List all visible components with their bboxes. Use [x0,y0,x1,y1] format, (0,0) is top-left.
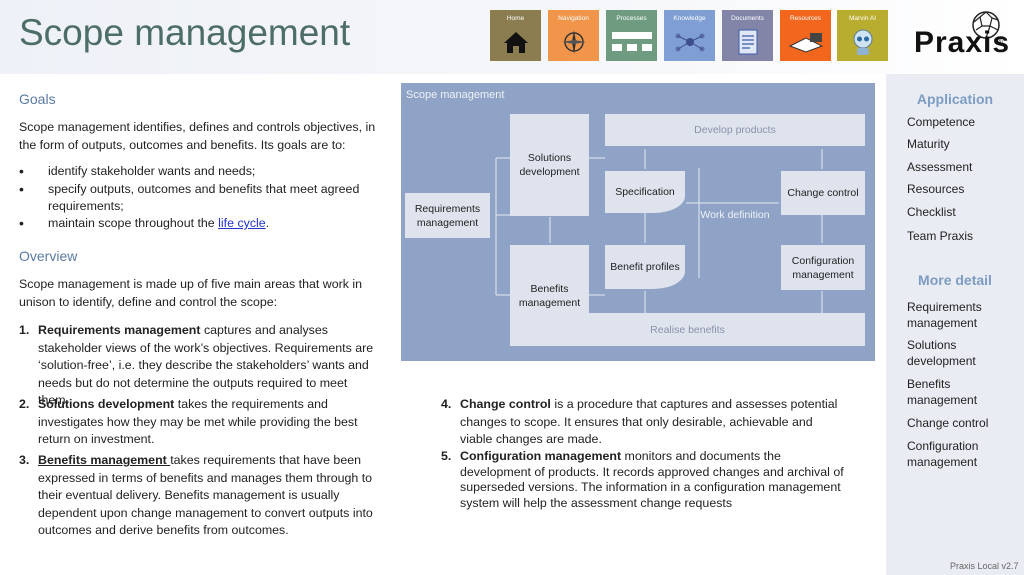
nav-knowledge-label: Knowledge [673,15,706,22]
goals-heading: Goals [19,91,56,107]
item-term: Configuration management [460,449,622,463]
sidebar-item-benefits-management[interactable]: Benefits management [907,377,978,407]
sidebar-item-team-praxis[interactable]: Team Praxis [907,229,974,243]
item-term[interactable]: Benefits management [38,453,171,467]
nav-navigation-tile[interactable]: Navigation [548,10,599,61]
more-detail-heading: More detail [918,272,992,288]
sidebar-item-requirements-management[interactable]: Requirements management [907,300,982,330]
configuration-management-box[interactable]: Configuration management [781,245,865,290]
page-title: Scope management [19,12,351,53]
compass-icon [548,28,599,56]
nav-marvin-tile[interactable]: Marvin AI [837,10,888,61]
nav-resources-label: Resources [789,15,822,22]
goals-bullet-text: identify stakeholder wants and needs; [48,164,256,178]
item-number: 3. [19,453,30,467]
sidebar-item-maturity[interactable]: Maturity [907,137,950,151]
scope-diagram: Scope management Requirements management… [401,83,875,361]
item-number: 4. [441,397,452,411]
network-icon [664,28,715,56]
item-text: Requirements management captures and ana… [38,322,378,410]
item-term: Requirements management [38,323,201,337]
nav-documents-tile[interactable]: Documents [722,10,773,61]
nav-processes-tile[interactable]: Processes [606,10,657,61]
nav-home-tile[interactable]: Home [490,10,541,61]
requirements-management-box[interactable]: Requirements management [405,193,490,238]
application-heading: Application [916,91,994,107]
item-desc: takes requirements that have been expres… [38,453,373,537]
develop-products-box: Develop products [605,114,865,146]
item-number: 2. [19,397,30,411]
nav-processes-label: Processes [616,15,647,22]
goals-bullet-end: . [265,216,270,230]
bullet-dot: • [19,181,24,197]
logo-registered-mark: ® [997,38,1003,47]
bullet-dot: • [19,163,24,179]
sidebar-item-checklist[interactable]: Checklist [907,205,956,219]
overview-intro: Scope management is made up of five main… [19,277,362,309]
item-term: Change control [460,397,551,411]
goals-intro: Scope management identifies, defines and… [19,120,376,152]
logo-text: Praxis [914,26,1011,59]
nav-marvin-label: Marvin AI [848,15,877,22]
bullet-dot: • [19,215,24,231]
item-desc: takes the requirements and investigates … [38,397,358,446]
benefit-profiles-document: Benefit profiles [605,245,685,289]
home-icon [490,28,541,56]
resources-icon [780,28,831,56]
process-icon [606,28,657,56]
sidebar-item-assessment[interactable]: Assessment [907,160,973,174]
specification-document: Specification [605,171,685,213]
goals-bullet-text: specify outputs, outcomes and benefits t… [48,182,360,213]
overview-heading: Overview [19,248,78,264]
nav-knowledge-tile[interactable]: Knowledge [664,10,715,61]
sidebar-item-solutions-development[interactable]: Solutions development [907,338,976,368]
work-definition-label: Work definition [700,209,770,221]
sidebar-item-competence[interactable]: Competence [907,115,976,129]
item-text: Benefits management takes requirements t… [38,452,378,540]
nav-resources-tile[interactable]: Resources [780,10,831,61]
item-number: 1. [19,323,30,337]
item-term: Solutions development [38,397,175,411]
robot-icon [837,28,888,56]
item-text: Configuration management monitors and do… [460,449,850,511]
goals-bullet-text: maintain scope throughout the life cycle… [48,215,368,232]
sidebar-divider [899,73,1009,74]
item-text: Change control is a procedure that captu… [460,396,840,449]
goals-bullet-prefix: maintain scope throughout the [48,216,215,230]
change-control-box[interactable]: Change control [781,171,865,215]
item-desc: monitors and documents the development o… [460,449,844,510]
sidebar-item-configuration-management[interactable]: Configuration management [907,439,979,469]
nav-home-label: Home [506,15,525,22]
document-icon [722,28,773,56]
item-desc: captures and analyses stakeholder views … [38,323,374,407]
diagram-title: Scope management [406,89,505,101]
realise-benefits-box: Realise benefits [510,313,865,346]
item-desc: is a procedure that captures and assesse… [460,397,838,446]
nav-documents-label: Documents [731,15,764,22]
solutions-development-box[interactable]: Solutions development [510,114,589,216]
item-number: 5. [441,449,452,463]
diagram-connectors [495,149,823,313]
sidebar-item-change-control[interactable]: Change control [907,416,989,430]
sidebar-item-resources[interactable]: Resources [907,182,965,196]
nav-navigation-label: Navigation [558,15,589,22]
version-label: Praxis Local v2.7 [950,561,1019,571]
item-text: Solutions development takes the requirem… [38,396,378,449]
life-cycle-link[interactable]: life cycle [218,216,266,230]
sidebar [886,74,1024,575]
logo-globe-icon [972,11,1000,39]
